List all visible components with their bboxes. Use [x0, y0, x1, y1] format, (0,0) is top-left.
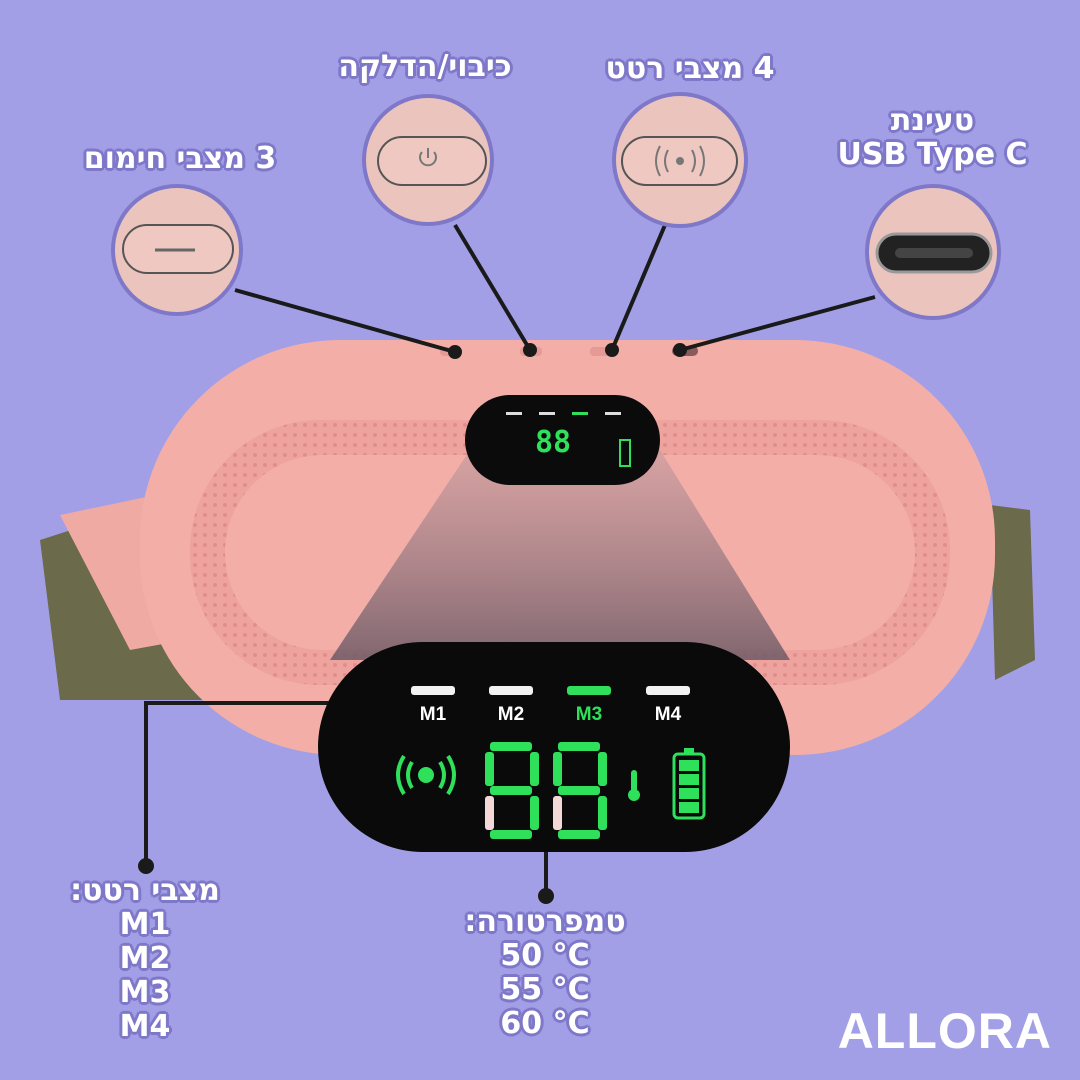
heat-button-zoom: [111, 184, 243, 316]
temperature-legend-item: 50 °C: [500, 938, 590, 973]
large-display: M1 M2 M3 M4: [318, 642, 790, 852]
digits: [485, 742, 607, 839]
heat-modes-label: 3 מצבי חימום: [83, 141, 277, 176]
thermometer-icon: [628, 770, 640, 801]
temperature-legend-item: 60 °C: [500, 1006, 590, 1041]
temperature-legend-item: 55 °C: [500, 972, 590, 1007]
vibration-legend-item: M4: [119, 1009, 171, 1044]
power-label: כיבוי/הדלקה: [338, 49, 512, 84]
brand-logo: ALLORA: [837, 1003, 1052, 1059]
temperature-legend: טמפרטורה: 50 °C 55 °C 60 °C: [430, 905, 660, 1041]
small-display: 88: [465, 395, 660, 485]
mode-label: M2: [498, 704, 524, 725]
battery-icon: [672, 748, 706, 820]
temperature-legend-title: טמפרטורה:: [464, 904, 626, 939]
strap-right: [990, 505, 1035, 680]
usb-port-zoom: [865, 184, 1001, 320]
mode-label: M1: [420, 704, 447, 725]
vibration-legend-title: מצבי רטט:: [70, 873, 220, 908]
svg-text:88: 88: [535, 425, 571, 460]
vibration-button-zoom: [612, 92, 748, 228]
vibration-legend: מצבי רטט: M1 M2 M3 M4: [40, 874, 250, 1044]
mode-label: M4: [655, 704, 682, 725]
charging-label-line2: USB Type C: [837, 137, 1028, 172]
vibration-legend-item: M3: [119, 975, 171, 1010]
vibration-legend-item: M2: [119, 941, 171, 976]
vibration-legend-item: M1: [119, 907, 171, 942]
zoom-beam: [330, 450, 790, 660]
mode-label-active: M3: [576, 704, 602, 725]
callout-lines: [138, 223, 876, 904]
charging-label: טעינת USB Type C: [820, 104, 1045, 172]
power-button-zoom: [362, 94, 494, 226]
charging-label-line1: טעינת: [890, 103, 975, 138]
vibration-modes-label: 4 מצבי רטט: [605, 51, 775, 86]
vibration-icon: [396, 754, 456, 796]
